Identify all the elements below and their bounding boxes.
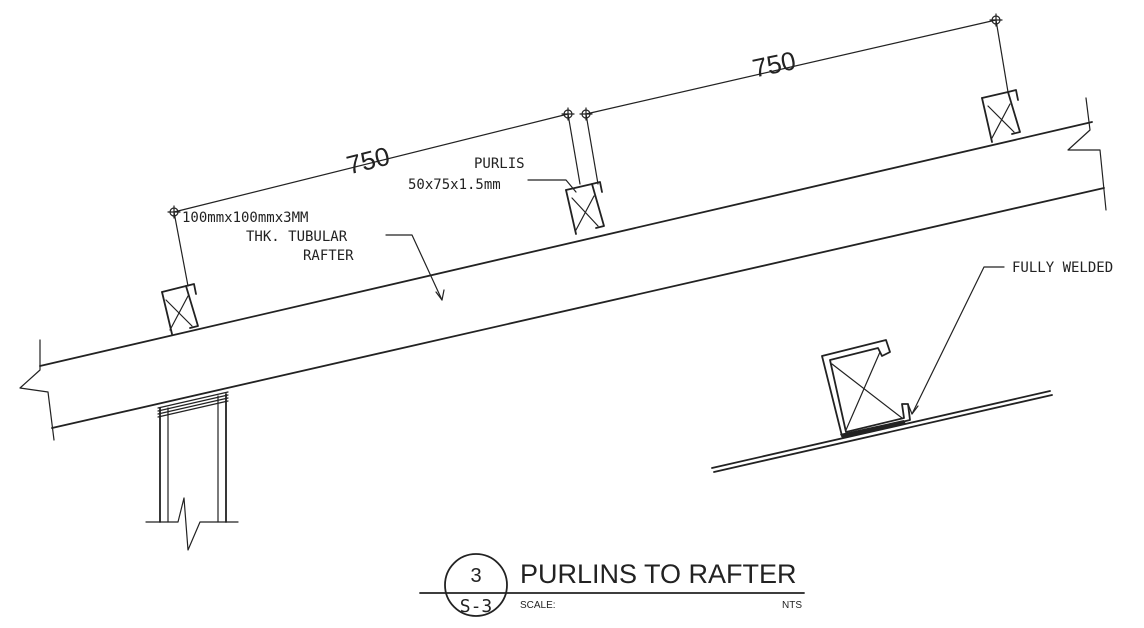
purlin-middle	[565, 181, 605, 235]
scale-value: NTS	[782, 600, 802, 611]
support-column	[145, 391, 239, 551]
sheet-number: S-3	[460, 596, 493, 617]
rafter-right-break	[1067, 97, 1107, 211]
detail-bubble	[444, 553, 508, 617]
rafter-leader	[385, 234, 445, 301]
rafter-top-edge	[39, 121, 1093, 367]
weld-detail	[711, 339, 1053, 473]
column-weld-hatch	[157, 391, 229, 418]
detail-surface-top	[711, 390, 1051, 469]
purlin-leader	[527, 179, 577, 193]
rafter-label-line3: RAFTER	[303, 248, 354, 264]
dimension-right: 750	[750, 45, 799, 83]
detail-weld-fill	[840, 420, 906, 438]
rafter-label-line2: THK. TUBULAR	[246, 229, 348, 245]
detail-surface-bottom	[713, 394, 1053, 473]
dimension-left: 750	[343, 141, 392, 181]
purlin-label-line2: 50x75x1.5mm	[408, 177, 501, 193]
rafter-bottom-edge	[51, 187, 1105, 429]
weld-leader	[907, 266, 1005, 415]
detail-number: 3	[470, 565, 481, 587]
detail-purlin-outline	[821, 339, 911, 437]
title-block	[419, 553, 805, 617]
rafter-left-break	[19, 339, 55, 441]
column-break	[145, 497, 239, 551]
purlin-right	[981, 89, 1021, 143]
rafter	[19, 97, 1107, 441]
weld-label: FULLY WELDED	[1012, 260, 1113, 276]
dimension-lines	[167, 13, 1009, 287]
scale-label: SCALE:	[520, 600, 556, 611]
purlin-label-line1: PURLIS	[474, 156, 525, 172]
drawing-title: PURLINS TO RAFTER	[520, 559, 797, 589]
purlin-left	[161, 283, 199, 335]
rafter-label-line1: 100mmx100mmx3MM	[182, 210, 308, 226]
